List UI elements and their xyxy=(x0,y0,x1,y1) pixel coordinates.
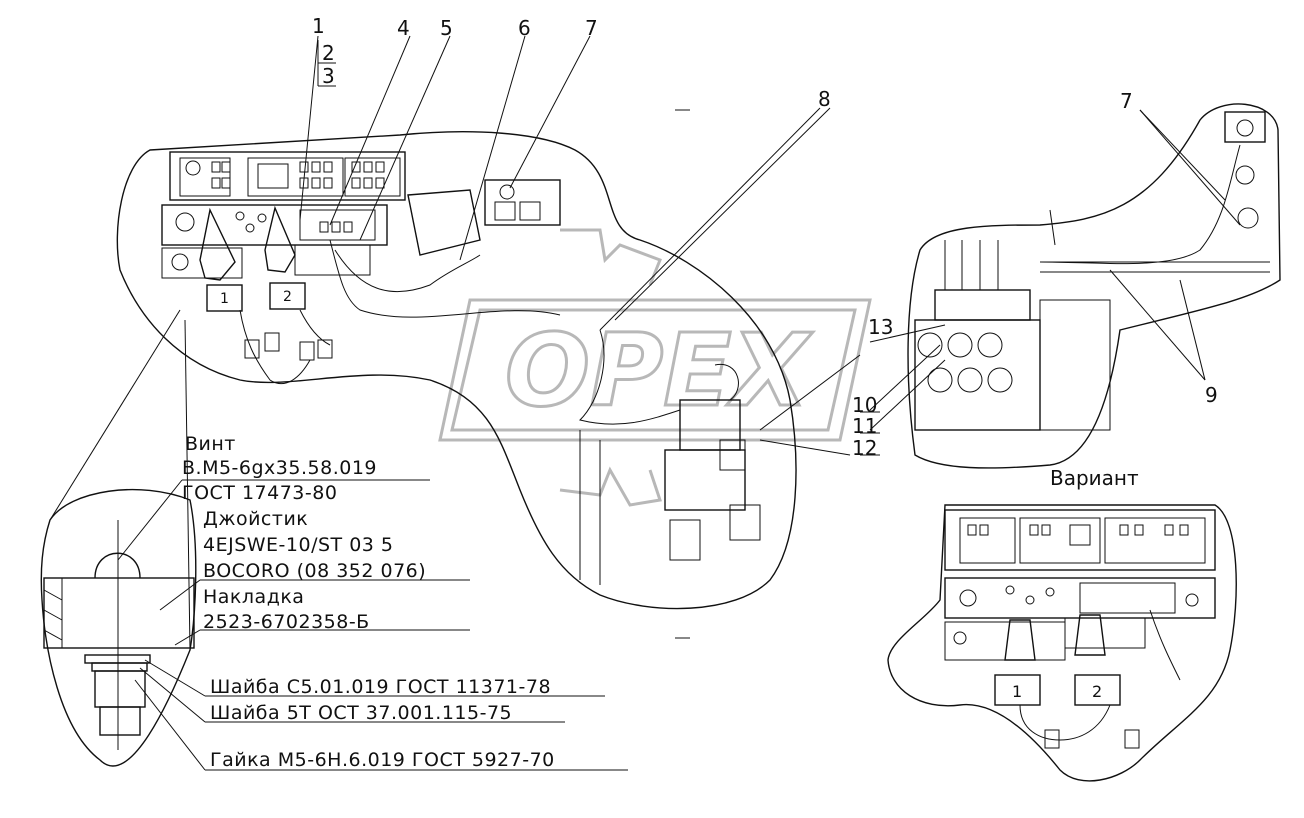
section-detail xyxy=(40,309,197,767)
callout-8: 8 xyxy=(818,87,831,111)
callout-4: 4 xyxy=(397,16,410,40)
callout-9: 9 xyxy=(1205,383,1218,407)
callout-5: 5 xyxy=(440,16,453,40)
callout-6: 6 xyxy=(518,16,531,40)
joystick-2-label: 2 xyxy=(283,289,292,305)
callout-10: 10 xyxy=(852,393,877,417)
callout-2: 2 xyxy=(322,41,335,65)
note-joystick-maker: BOCORO (08 352 076) xyxy=(203,560,426,582)
switch-grid xyxy=(211,161,385,189)
note-screw-std: ГОСТ 17473-80 xyxy=(182,482,337,504)
watermark-logo: OPEX xyxy=(438,228,872,507)
variant-joystick-2-label: 2 xyxy=(1092,682,1102,701)
leader-lines xyxy=(117,35,1241,771)
variant-joystick-1-base xyxy=(994,674,1041,706)
variant-view: Вариант 1 2 xyxy=(887,466,1237,782)
joystick-1-base xyxy=(206,284,243,312)
callout-13: 13 xyxy=(868,315,893,339)
note-screw-code: В.М5-6gх35.58.019 xyxy=(182,457,377,479)
callout-3: 3 xyxy=(322,64,335,88)
variant-label: Вариант xyxy=(1050,466,1139,490)
callout-12: 12 xyxy=(852,436,877,460)
joystick-1-label: 1 xyxy=(220,291,229,307)
note-joystick-title: Джойстик xyxy=(203,508,308,530)
callout-numbers: 1 2 3 4 5 6 7 8 7 9 10 11 12 13 xyxy=(312,14,1218,460)
part-notes: Винт В.М5-6gх35.58.019 ГОСТ 17473-80 Джо… xyxy=(182,433,555,771)
variant-joystick-2-base xyxy=(1074,674,1121,706)
note-pad-code: 2523-6702358-Б xyxy=(203,611,370,633)
note-nut: Гайка М5-6Н.6.019 ГОСТ 5927-70 xyxy=(210,749,555,771)
note-washer-2: Шайба 5Т ОСТ 37.001.115-75 xyxy=(210,702,512,724)
callout-11: 11 xyxy=(852,414,877,438)
note-joystick-code: 4EJSWE-10/ST 03 5 xyxy=(203,534,394,556)
callout-7-right: 7 xyxy=(1120,89,1133,113)
joystick-2-base xyxy=(269,282,306,310)
callout-7: 7 xyxy=(585,16,598,40)
variant-joystick-1-label: 1 xyxy=(1012,682,1022,701)
watermark-text: OPEX xyxy=(505,312,814,429)
note-screw-title: Винт xyxy=(185,433,236,455)
callout-1: 1 xyxy=(312,14,325,38)
note-pad-title: Накладка xyxy=(203,586,304,608)
distributor-view xyxy=(907,103,1281,469)
main-dashboard-view: 1 2 xyxy=(116,131,797,610)
note-washer-1: Шайба С5.01.019 ГОСТ 11371-78 xyxy=(210,676,551,698)
